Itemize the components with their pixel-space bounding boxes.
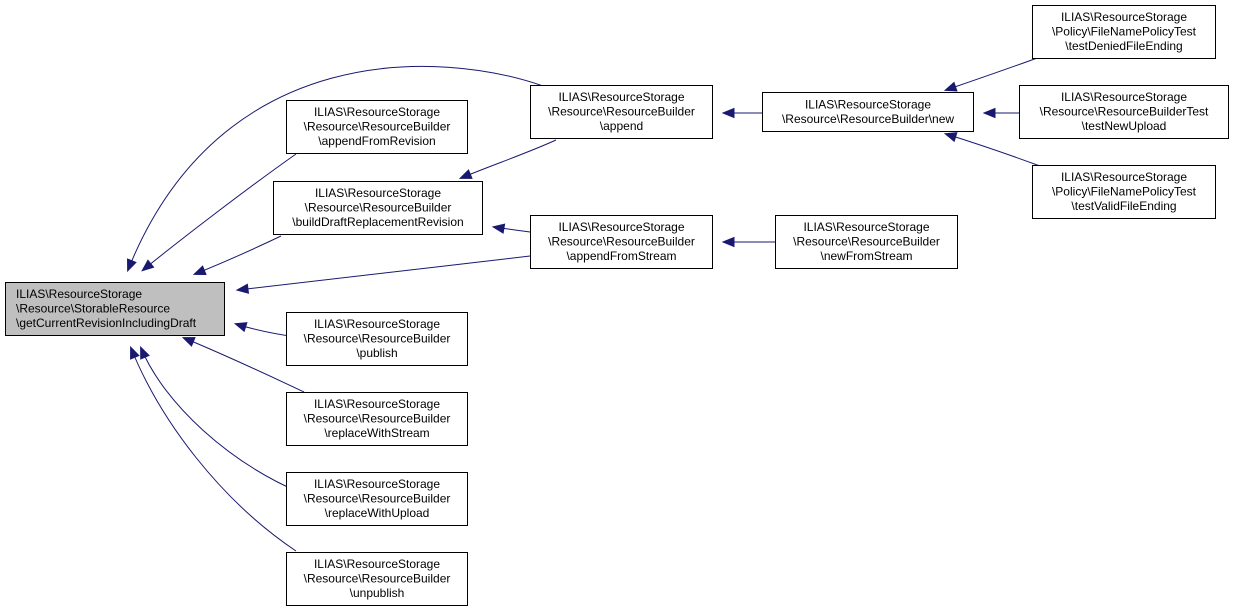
node-label-root-line-0: ILIAS\ResourceStorage — [16, 287, 142, 301]
edge-replaceWithStream-to-root — [183, 337, 305, 393]
node-label-newFromStream-line-2: \newFromStream — [820, 249, 912, 263]
node-label-appendFromRevision-line-0: ILIAS\ResourceStorage — [314, 105, 440, 119]
node-label-new-line-0: ILIAS\ResourceStorage — [805, 97, 931, 111]
node-box-unpublish — [286, 552, 468, 606]
edge-appendFromRevision-to-root — [142, 153, 297, 271]
arrowhead-buildDraft-to-root — [192, 265, 207, 275]
node-new[interactable]: ILIAS\ResourceStorage\Resource\ResourceB… — [762, 92, 974, 132]
node-label-testDenied-line-1: \Policy\FileNamePolicyTest — [1052, 25, 1197, 39]
arrowhead-appendFromStream-to-buildDraft — [491, 223, 506, 234]
edge-replaceWithUpload-to-root — [140, 347, 302, 494]
node-label-unpublish-line-0: ILIAS\ResourceStorage — [314, 557, 440, 571]
node-appendFromStream[interactable]: ILIAS\ResourceStorage\Resource\ResourceB… — [530, 215, 713, 269]
node-box-testNewUpload — [1019, 85, 1229, 139]
node-label-replaceWithStream-line-2: \replaceWithStream — [324, 426, 429, 440]
edge-appendFromStream-to-root — [237, 255, 531, 291]
node-label-testDenied-line-0: ILIAS\ResourceStorage — [1061, 10, 1187, 24]
node-label-testValid-line-0: ILIAS\ResourceStorage — [1061, 170, 1187, 184]
arrowhead-append-to-buildDraft — [458, 169, 473, 179]
node-box-testDenied — [1032, 5, 1216, 59]
node-label-replaceWithStream-line-1: \Resource\ResourceBuilder — [304, 412, 451, 426]
edge-unpublish-to-root — [130, 347, 297, 552]
arrowhead-newFromStream-to-appendFromStream — [721, 236, 735, 248]
node-label-testDenied-line-2: \testDeniedFileEnding — [1065, 39, 1182, 53]
node-label-appendFromStream-line-1: \Resource\ResourceBuilder — [548, 235, 695, 249]
node-testDenied[interactable]: ILIAS\ResourceStorage\Policy\FileNamePol… — [1032, 5, 1216, 59]
node-label-root-line-2: \getCurrentRevisionIncludingDraft — [16, 316, 197, 330]
node-label-testNewUpload-line-0: ILIAS\ResourceStorage — [1061, 90, 1187, 104]
node-label-publish-line-2: \publish — [356, 346, 397, 360]
node-unpublish[interactable]: ILIAS\ResourceStorage\Resource\ResourceB… — [286, 552, 468, 606]
arrowhead-appendFromStream-to-root — [235, 283, 250, 294]
arrowhead-unpublish-to-root — [130, 345, 140, 360]
node-label-testValid-line-2: \testValidFileEnding — [1071, 199, 1176, 213]
node-label-testValid-line-1: \Policy\FileNamePolicyTest — [1052, 185, 1197, 199]
node-box-root — [5, 282, 225, 336]
arrowhead-testDenied-to-new — [943, 81, 958, 92]
node-label-appendFromStream-line-2: \appendFromStream — [566, 249, 676, 263]
arrowhead-testValid-to-new — [943, 132, 958, 143]
arrowhead-testNewUpload-to-new — [982, 107, 996, 119]
node-buildDraft[interactable]: ILIAS\ResourceStorage\Resource\ResourceB… — [273, 181, 483, 235]
node-box-append — [530, 85, 713, 139]
node-append[interactable]: ILIAS\ResourceStorage\Resource\ResourceB… — [530, 85, 713, 139]
node-label-unpublish-line-2: \unpublish — [350, 586, 405, 600]
arrowhead-publish-to-root — [233, 322, 248, 333]
edge-append-to-root — [127, 65, 544, 271]
nodes-layer: ILIAS\ResourceStorage\Resource\StorableR… — [5, 5, 1229, 606]
node-box-appendFromStream — [530, 215, 713, 269]
node-label-buildDraft-line-2: \buildDraftReplacementRevision — [292, 215, 463, 229]
edges-layer — [127, 56, 1041, 552]
node-label-append-line-0: ILIAS\ResourceStorage — [558, 90, 684, 104]
edge-append-to-buildDraft — [460, 139, 557, 179]
node-box-new — [762, 92, 974, 132]
node-label-append-line-1: \Resource\ResourceBuilder — [548, 105, 695, 119]
node-label-new-line-1: \Resource\ResourceBuilder\new — [782, 112, 954, 126]
node-label-appendFromRevision-line-1: \Resource\ResourceBuilder — [304, 120, 451, 134]
arrowhead-new-to-append — [721, 107, 735, 119]
node-testNewUpload[interactable]: ILIAS\ResourceStorage\Resource\ResourceB… — [1019, 85, 1229, 139]
node-box-publish — [286, 312, 468, 366]
node-label-testNewUpload-line-1: \Resource\ResourceBuilderTest — [1040, 105, 1209, 119]
node-label-newFromStream-line-0: ILIAS\ResourceStorage — [803, 220, 929, 234]
node-label-appendFromRevision-line-2: \appendFromRevision — [318, 134, 435, 148]
node-root[interactable]: ILIAS\ResourceStorage\Resource\StorableR… — [5, 282, 225, 336]
arrowhead-replaceWithUpload-to-root — [140, 345, 150, 360]
node-label-publish-line-0: ILIAS\ResourceStorage — [314, 317, 440, 331]
node-label-newFromStream-line-1: \Resource\ResourceBuilder — [793, 235, 940, 249]
node-replaceWithUpload[interactable]: ILIAS\ResourceStorage\Resource\ResourceB… — [286, 472, 468, 526]
node-publish[interactable]: ILIAS\ResourceStorage\Resource\ResourceB… — [286, 312, 468, 366]
node-label-replaceWithUpload-line-0: ILIAS\ResourceStorage — [314, 477, 440, 491]
node-label-root-line-1: \Resource\StorableResource — [16, 302, 170, 316]
node-box-replaceWithUpload — [286, 472, 468, 526]
node-label-unpublish-line-1: \Resource\ResourceBuilder — [304, 572, 451, 586]
node-box-testValid — [1032, 165, 1216, 219]
node-label-buildDraft-line-1: \Resource\ResourceBuilder — [305, 201, 452, 215]
node-appendFromRevision[interactable]: ILIAS\ResourceStorage\Resource\ResourceB… — [286, 100, 468, 154]
node-label-buildDraft-line-0: ILIAS\ResourceStorage — [315, 186, 441, 200]
arrowhead-append-to-root — [127, 258, 137, 273]
arrowhead-replaceWithStream-to-root — [181, 337, 196, 347]
node-label-replaceWithUpload-line-2: \replaceWithUpload — [325, 506, 430, 520]
node-label-publish-line-1: \Resource\ResourceBuilder — [304, 332, 451, 346]
node-box-appendFromRevision — [286, 100, 468, 154]
node-label-append-line-2: \append — [600, 119, 643, 133]
edge-buildDraft-to-root — [194, 235, 282, 275]
node-box-newFromStream — [775, 215, 958, 269]
node-box-replaceWithStream — [286, 392, 468, 446]
node-label-appendFromStream-line-0: ILIAS\ResourceStorage — [558, 220, 684, 234]
node-newFromStream[interactable]: ILIAS\ResourceStorage\Resource\ResourceB… — [775, 215, 958, 269]
node-replaceWithStream[interactable]: ILIAS\ResourceStorage\Resource\ResourceB… — [286, 392, 468, 446]
node-label-replaceWithUpload-line-1: \Resource\ResourceBuilder — [304, 492, 451, 506]
node-testValid[interactable]: ILIAS\ResourceStorage\Policy\FileNamePol… — [1032, 165, 1216, 219]
node-box-buildDraft — [273, 181, 483, 235]
node-label-replaceWithStream-line-0: ILIAS\ResourceStorage — [314, 397, 440, 411]
arrowhead-appendFromRevision-to-root — [141, 259, 155, 272]
node-label-testNewUpload-line-2: \testNewUpload — [1082, 119, 1167, 133]
